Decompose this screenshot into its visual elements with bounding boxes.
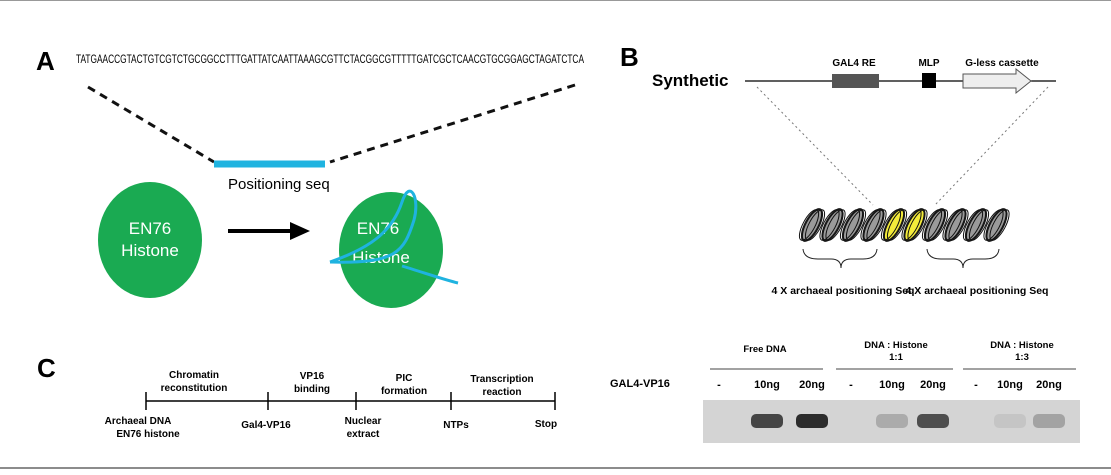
input-nuclear-line1: Nuclear [345, 416, 382, 427]
nucleosome-coil [962, 208, 990, 242]
gal4-re-label: GAL4 RE [832, 58, 876, 69]
histone-right [339, 192, 443, 308]
gel-lane-label: - [849, 379, 853, 391]
nucleosome-coil [839, 208, 867, 242]
step-pic-line2: formation [381, 386, 427, 397]
histone-left-line2: Histone [121, 241, 179, 260]
mlp-box [922, 73, 936, 88]
g-less-cassette-label: G-less cassette [965, 58, 1039, 69]
gel-lane-label: 10ng [879, 379, 905, 391]
g-less-cassette-arrow [962, 67, 1032, 95]
gel-lane-label: 10ng [754, 379, 780, 391]
step-transcription-line1: Transcription [470, 374, 533, 385]
input-nuclear-line2: extract [347, 429, 380, 440]
positioning-seq-left-label: 4 X archaeal positioning Seq [772, 285, 915, 297]
panel-b-letter: B [620, 42, 639, 72]
group-histone-2-label: DNA : Histone [990, 340, 1054, 351]
gel-lane-label: 20ng [799, 379, 825, 391]
gel-lane-label: 10ng [997, 379, 1023, 391]
zoom-dotted-left [756, 86, 874, 206]
zoom-dotted-right [934, 86, 1049, 206]
gal4-vp16-row-label: GAL4-VP16 [610, 378, 670, 390]
gel-band [796, 414, 828, 428]
nucleosome-coil-highlighted [901, 208, 928, 242]
gel-band [751, 414, 783, 428]
wrapped-dna-loop [329, 189, 418, 264]
panel-b: B Synthetic GAL4 RE MLP G-less cassette … [610, 42, 1080, 443]
input-gal4-vp16: Gal4-VP16 [241, 420, 291, 431]
gel-header: Free DNA DNA : Histone 1:1 DNA : Histone… [610, 340, 1076, 390]
positioning-seq-label: Positioning seq [228, 176, 330, 193]
histone-left-line1: EN76 [129, 219, 172, 238]
gel-band [994, 414, 1026, 428]
zoom-line-left [87, 85, 215, 164]
input-archaeal-dna: Archaeal DNA [105, 416, 172, 427]
nucleosome-coil [983, 208, 1010, 242]
step-pic-line1: PIC [396, 373, 413, 384]
group-histone-1-label: DNA : Histone [864, 340, 928, 351]
step-transcription-line2: reaction [483, 387, 522, 398]
dna-sequence: TATGAACCGTACTGTCGTCTGCGGCCTTTGATTATCAATT… [76, 54, 584, 66]
input-stop: Stop [535, 419, 557, 430]
panel-c: C Chromatin reconstitution VP16 binding … [37, 353, 557, 440]
input-ntps: NTPs [443, 420, 469, 431]
nucleosome-coil [921, 208, 949, 242]
input-en76-histone: EN76 histone [116, 429, 180, 440]
nucleosome-coil [798, 208, 826, 242]
step-vp16-line1: VP16 [300, 371, 325, 382]
group-histone-2-ratio: 1:3 [1015, 352, 1029, 363]
nucleosome-coil [942, 208, 969, 242]
zoom-line-right [329, 83, 576, 164]
brace-right [926, 248, 1000, 269]
gel-lane-label: - [717, 379, 721, 391]
gel-bands [751, 414, 1065, 428]
panel-a: A TATGAACCGTACTGTCGTCTGCGGCCTTTGATTATCAA… [36, 46, 584, 308]
panel-c-letter: C [37, 353, 56, 383]
nucleosome-array [798, 208, 1010, 242]
nucleosome-coil [860, 208, 887, 242]
histone-left [98, 182, 202, 298]
gel-band [917, 414, 949, 428]
panel-a-letter: A [36, 46, 55, 76]
nucleosome-coil-highlighted [880, 208, 908, 242]
step-chromatin-line2: reconstitution [161, 383, 228, 394]
gel-lane-label: 20ng [920, 379, 946, 391]
mlp-label: MLP [918, 58, 939, 69]
gel-lane-label: - [974, 379, 978, 391]
step-chromatin-line1: Chromatin [169, 370, 219, 381]
step-vp16-line2: binding [294, 384, 330, 395]
group-free-dna-label: Free DNA [743, 344, 786, 355]
histone-right-line1: EN76 [357, 219, 400, 238]
gel-lane-labels: - 10ng 20ng - 10ng 20ng - 10ng 20ng [717, 379, 1062, 391]
gal4-re-box [832, 74, 879, 88]
positioning-seq-right-label: 4 X archaeal positioning Seq [906, 285, 1049, 297]
arrow-right-icon [290, 222, 310, 240]
nucleosome-coil [819, 208, 846, 242]
gel-band [876, 414, 908, 428]
group-histone-1-ratio: 1:1 [889, 352, 903, 363]
wrapped-dna-tail [401, 264, 459, 285]
gel-band [1033, 414, 1065, 428]
brace-left [802, 248, 878, 269]
synthetic-label: Synthetic [652, 71, 729, 90]
gel-lane-label: 20ng [1036, 379, 1062, 391]
